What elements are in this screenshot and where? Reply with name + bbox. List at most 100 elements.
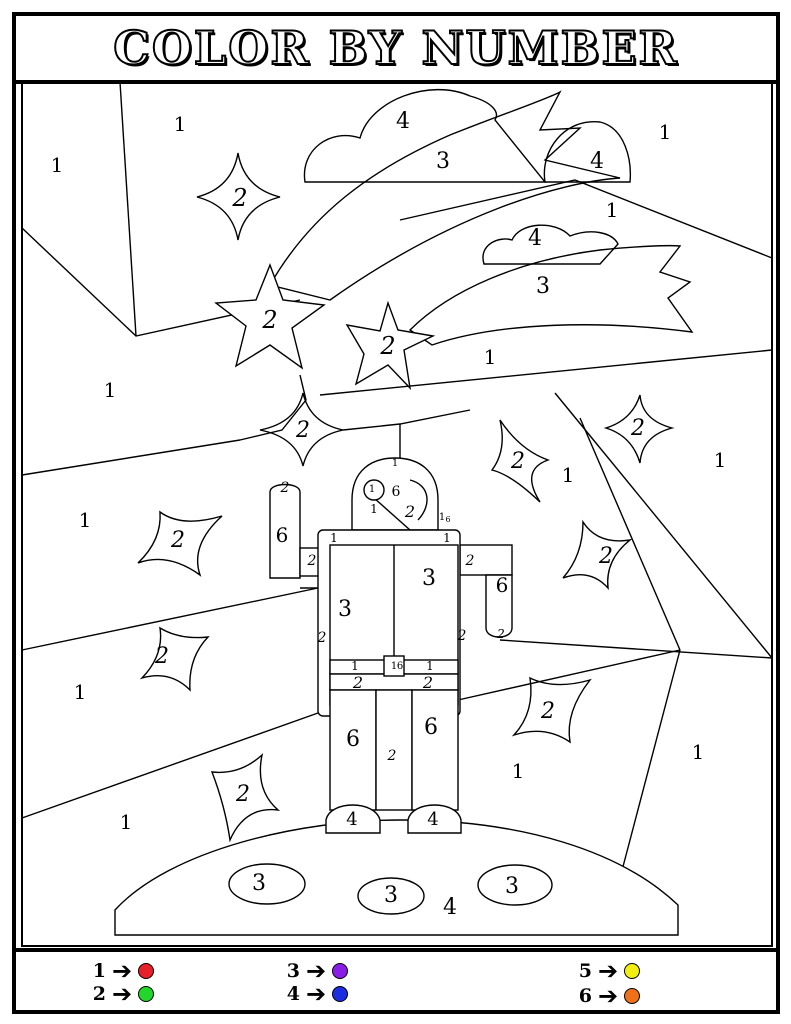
region-number-label: 6 [346, 726, 360, 752]
arrow-right-icon: ➔ [598, 957, 619, 985]
region-number-label: 4 [346, 809, 358, 831]
sparkle-star [259, 392, 344, 467]
region-number-label: 1 [351, 658, 359, 673]
astronaut-boot [325, 804, 381, 834]
moon-crater [477, 864, 553, 906]
region-number-label: 1 [511, 759, 525, 783]
region-number-label: 1 [443, 530, 451, 545]
comet-tail [268, 90, 621, 301]
region-number-label: 6 [424, 714, 438, 740]
moon-crater [228, 863, 306, 905]
region-number-label: 3 [436, 148, 450, 174]
ray-line [619, 649, 681, 879]
region-number-label: 2 [307, 552, 317, 569]
region-number-label: 1 [390, 661, 398, 672]
region-number-label: 1 [119, 810, 133, 834]
region-number-label: 3 [422, 565, 436, 591]
region-number-label: 1 [438, 512, 446, 523]
legend-item-4: 4 ➔ [278, 980, 349, 1008]
ray-line [499, 639, 773, 659]
region-number-label: 4 [590, 148, 604, 174]
astronaut-boot [407, 804, 462, 834]
region-number-label: 1 [713, 448, 727, 472]
astronaut-leg [411, 689, 459, 811]
region-number-label: 1 [691, 740, 705, 764]
arrow-right-icon: ➔ [306, 980, 327, 1008]
region-number-label: 2 [457, 627, 467, 644]
region-number-label: 2 [232, 183, 248, 212]
region-number-label: 1 [605, 198, 619, 222]
region-number-label: 1 [483, 345, 497, 369]
region-number-label: 1 [73, 680, 87, 704]
legend-item-6: 6 ➔ [570, 984, 641, 1008]
region-number-label: 4 [528, 225, 542, 251]
region-number-label: 1 [370, 501, 378, 516]
region-number-label: 2 [317, 629, 327, 646]
region-number-label: 3 [505, 873, 519, 899]
ray-line [239, 374, 307, 441]
color-dot-icon [138, 986, 155, 1002]
region-number-label: 2 [171, 527, 185, 553]
region-number-label: 2 [280, 479, 290, 496]
region-number-label: 2 [599, 543, 613, 569]
region-number-label: 2 [155, 643, 169, 669]
astronaut-crotch [375, 689, 413, 811]
legend-number: 1 [92, 960, 106, 982]
region-number-label: 6 [275, 523, 289, 547]
cloud-shape [482, 224, 619, 265]
region-number-label: 6 [445, 515, 451, 525]
color-dot-icon [332, 986, 349, 1002]
region-number-label: 2 [422, 673, 434, 693]
region-number-label: 2 [352, 673, 364, 693]
comet-star [345, 300, 436, 391]
astronaut-right-arm [485, 574, 513, 638]
cloud-shape [543, 121, 632, 183]
region-number-label: 2 [541, 698, 555, 724]
legend-number: 4 [286, 983, 300, 1005]
moon-ground [114, 819, 679, 936]
astronaut-leg [329, 689, 377, 811]
region-number-label: 2 [631, 415, 645, 441]
ray-line [457, 649, 681, 701]
ray-line [579, 417, 681, 651]
region-number-label: 3 [338, 596, 352, 622]
region-number-label: 4 [396, 108, 410, 134]
color-dot-icon [624, 963, 641, 979]
cloud-shape [303, 88, 547, 183]
legend-item-2: 2 ➔ [84, 982, 155, 1006]
ray-line [319, 349, 773, 396]
region-number-label: 2 [387, 747, 397, 764]
color-dot-icon [138, 963, 155, 979]
region-lines [21, 81, 773, 936]
ray-line [119, 81, 137, 337]
astronaut [269, 457, 513, 834]
region-number-label: 1 [658, 120, 672, 144]
region-number-label: 2 [380, 331, 396, 360]
ray-line [21, 439, 241, 476]
color-dot-icon [624, 988, 641, 1004]
arrow-right-icon: ➔ [306, 957, 327, 985]
region-number-label: 4 [443, 894, 457, 920]
region-number-label: 2 [497, 626, 505, 641]
ray-line [21, 587, 319, 651]
legend-item-3: 3 ➔ [278, 957, 349, 985]
region-number-label: 3 [384, 882, 398, 908]
legend-number: 6 [578, 985, 592, 1007]
region-number-label: 3 [252, 870, 266, 896]
region-number-label: 6 [396, 661, 404, 672]
region-number-label: 2 [296, 417, 310, 443]
ray-line [342, 409, 471, 431]
region-number-label: 2 [236, 781, 250, 807]
comet-star [214, 263, 326, 370]
ray-line [21, 712, 319, 819]
region-number-label: 1 [368, 484, 376, 495]
picture-frame [21, 81, 773, 947]
region-number-label: 6 [495, 573, 509, 597]
region-number-label: 1 [426, 658, 434, 673]
helmet-window [363, 479, 385, 501]
astronaut-left-arm [269, 483, 301, 579]
region-number-label: 4 [427, 809, 439, 831]
region-number-label: 2 [465, 552, 475, 569]
